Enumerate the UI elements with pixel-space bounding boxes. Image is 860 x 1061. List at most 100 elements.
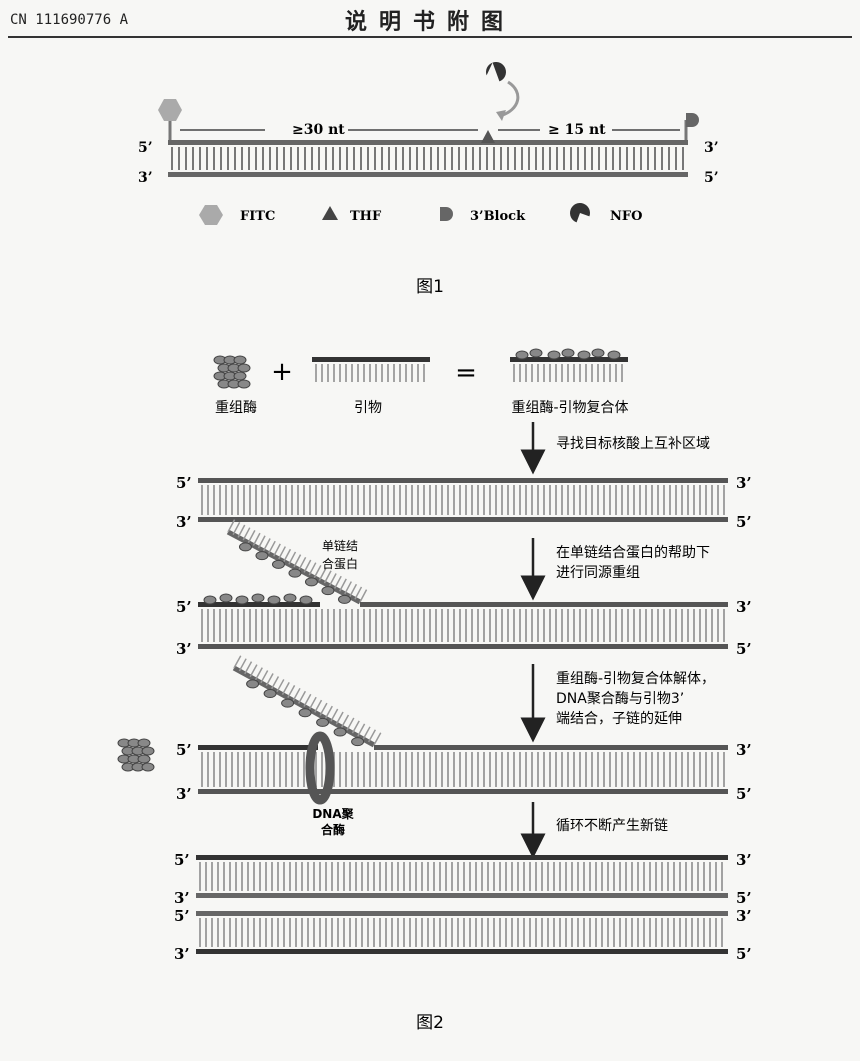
base <box>339 578 347 592</box>
dna2-end-5: 5’ <box>176 598 192 616</box>
base <box>354 586 363 600</box>
ssb-beads-2 <box>238 542 351 604</box>
primer-bases <box>315 364 425 382</box>
polymerase-label-line1: DNA聚 <box>312 807 354 821</box>
protein-bead <box>137 738 151 748</box>
legend-thf-icon <box>322 206 338 220</box>
base <box>254 667 263 681</box>
dna1-base-pairs <box>201 485 725 515</box>
dna4-end-5r: 5’ <box>736 889 752 907</box>
primer-label: 引物 <box>354 400 382 416</box>
protein-bead <box>577 350 591 360</box>
protein-bead <box>547 350 561 360</box>
legend-block-label: 3’Block <box>470 209 526 224</box>
step3-text-line3: 端结合，子链的延伸 <box>556 711 682 727</box>
base <box>278 546 286 560</box>
protein-bead <box>333 727 347 737</box>
released-recombinase-icon <box>117 738 155 772</box>
base <box>271 676 280 690</box>
base <box>242 527 251 541</box>
header-rule <box>8 36 852 38</box>
step4-text: 循环不断产生新链 <box>556 818 668 834</box>
base <box>265 673 274 687</box>
dna2-primer-strand <box>198 602 320 607</box>
protein-bead <box>141 762 155 772</box>
figure2: 重组酶 + 引物 = 重组酶-引物复合体 寻找目标核酸上互补区域 5’ 3’ 3… <box>117 348 752 1033</box>
protein-bead <box>237 363 251 373</box>
patent-number: CN 111690776 A <box>10 12 129 28</box>
protein-bead <box>251 593 265 603</box>
protein-bead <box>141 746 155 756</box>
base <box>260 670 269 684</box>
legend-nfo-label: NFO <box>610 209 642 224</box>
dna1-end-3r: 3’ <box>736 474 752 492</box>
base <box>324 705 333 719</box>
ssb-bases-3 <box>233 655 382 746</box>
step2-text-line2: 进行同源重组 <box>556 565 640 581</box>
base <box>276 679 285 693</box>
step3-text-line1: 重组酶-引物复合体解体， <box>556 670 715 687</box>
protein-bead <box>316 717 330 727</box>
protein-bead <box>263 689 277 699</box>
base <box>319 702 328 716</box>
base <box>308 696 317 710</box>
step3-text-line2: DNA聚合酶与引物3’ <box>556 691 684 707</box>
base <box>367 729 377 743</box>
dna3-new-strand <box>198 745 318 750</box>
ssb-label-line2: 合蛋白 <box>322 556 358 571</box>
protein-bead <box>337 594 351 604</box>
dna5-end-3r: 3’ <box>736 907 752 925</box>
step1-text: 寻找目标核酸上互补区域 <box>556 436 710 452</box>
protein-bead <box>529 348 543 358</box>
nfo-arrowhead <box>496 110 506 121</box>
step2-text-line1: 在单链结合蛋白的帮助下 <box>556 545 710 561</box>
base <box>328 573 337 587</box>
dna1-end-5r: 5’ <box>736 513 752 531</box>
ssb-label-line1: 单链结 <box>322 538 358 553</box>
protein-bead <box>233 355 247 365</box>
base <box>335 711 344 725</box>
protein-bead <box>235 595 249 605</box>
base <box>288 551 297 565</box>
dna5-end-3: 3’ <box>174 945 190 963</box>
dna2-top-strand <box>360 602 728 607</box>
thf-triangle-icon <box>481 130 495 143</box>
base <box>262 538 271 552</box>
dna5-end-5: 5’ <box>174 907 190 925</box>
dna5-bottom-strand <box>196 949 728 954</box>
protein-bead <box>288 568 302 578</box>
ssb-beads-3 <box>246 679 365 747</box>
base <box>357 723 366 737</box>
figure1: 5’ 3’ 3’ 5’ ≥30 nt ≥ 15 nt FITC THF 3’Bl… <box>138 62 719 297</box>
base <box>287 684 296 698</box>
protein-bead <box>591 348 605 358</box>
base <box>318 567 327 581</box>
base <box>227 519 236 533</box>
protein-bead <box>137 754 151 764</box>
base <box>249 664 258 678</box>
legend-fitc-label: FITC <box>240 209 275 224</box>
dna1-bottom-strand <box>198 517 728 522</box>
protein-bead <box>607 350 621 360</box>
base <box>333 575 342 589</box>
dna5-end-5r: 5’ <box>736 945 752 963</box>
figure1-caption: 图1 <box>416 277 444 297</box>
base <box>283 548 292 562</box>
base <box>273 543 281 557</box>
base <box>313 565 322 579</box>
protein-bead <box>203 595 217 605</box>
base <box>238 658 247 672</box>
protein-bead <box>246 679 260 689</box>
base <box>349 583 358 597</box>
protein-bead <box>219 593 233 603</box>
base <box>293 554 302 568</box>
dna5-top-strand <box>196 911 728 916</box>
protein-bead <box>238 542 252 552</box>
fig1-base-pairs <box>171 147 684 170</box>
protein-bead <box>299 595 313 605</box>
ssb-bases-2 <box>227 519 368 603</box>
dna1-end-3: 3’ <box>176 513 192 531</box>
base <box>297 690 307 704</box>
dna-polymerase-ring-icon <box>305 731 335 805</box>
